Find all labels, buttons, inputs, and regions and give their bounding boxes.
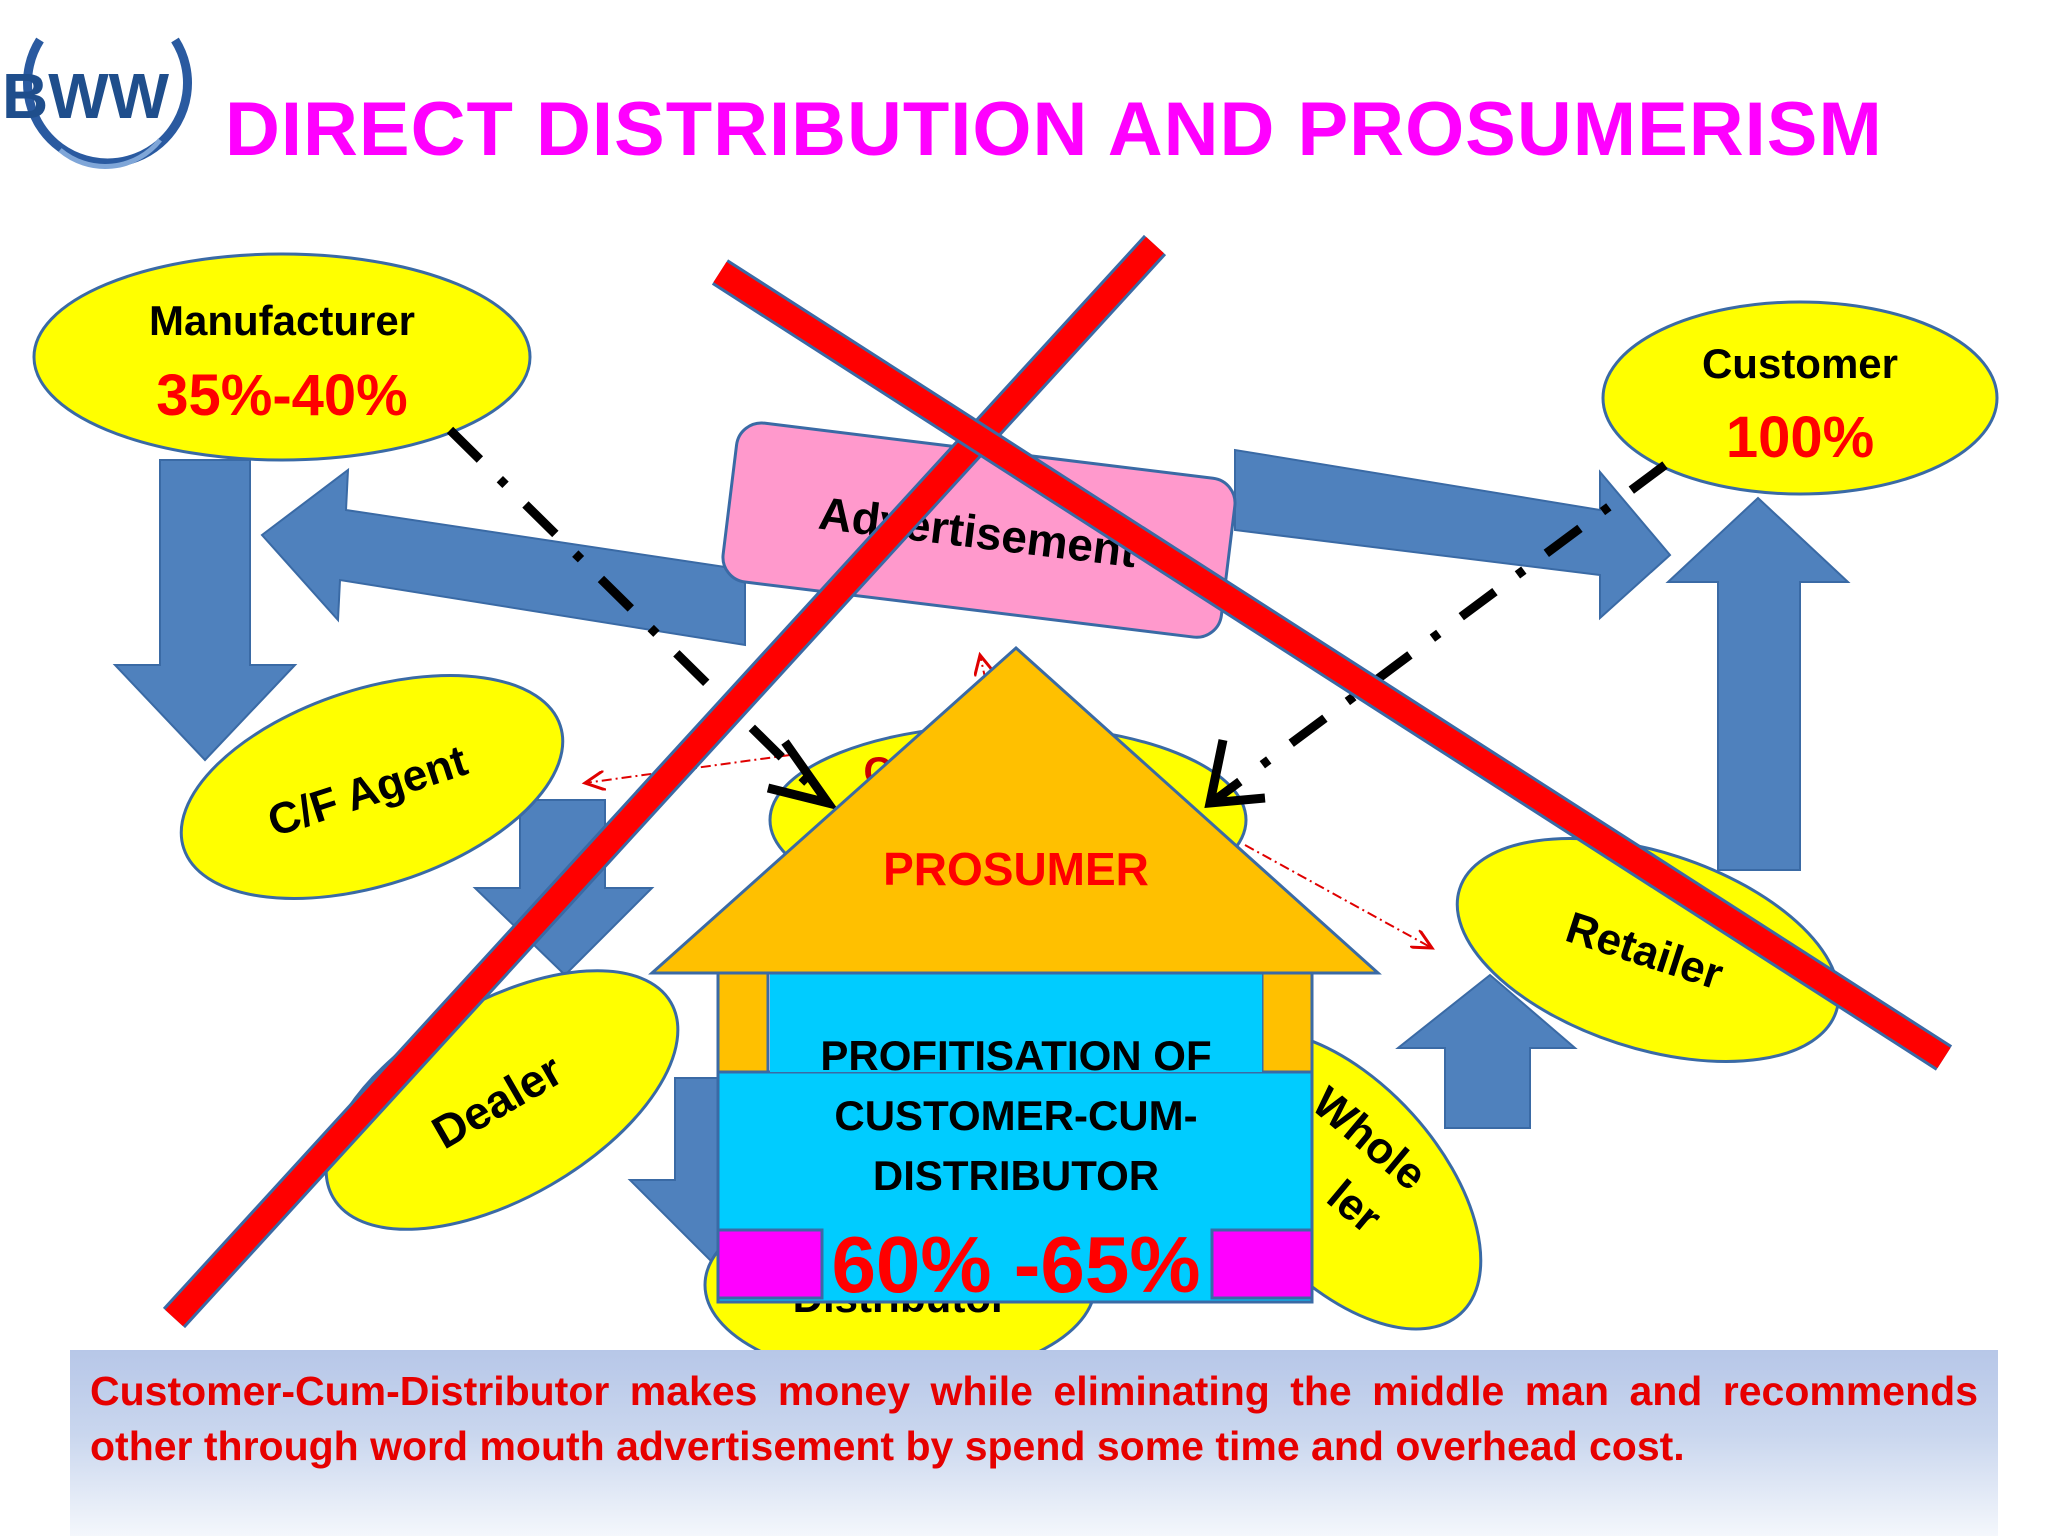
black-dashdot-arrows xyxy=(446,426,1668,811)
house-roof xyxy=(648,645,1382,975)
house-body-line2: CUSTOMER-CUM- xyxy=(834,1092,1197,1139)
node-customer: Customer 100% xyxy=(1601,300,1999,496)
caption-text: Customer-Cum-Distributor makes money whi… xyxy=(90,1368,1978,1469)
node-cf-agent: C/F Agent xyxy=(179,674,565,900)
red-cross-out xyxy=(162,234,1953,1329)
connector-to-retailer xyxy=(1244,844,1432,948)
node-retailer: Retailer xyxy=(1455,837,1841,1063)
house-body-line3: DISTRIBUTOR xyxy=(873,1152,1159,1199)
house-body-line1: PROFITISATION OF xyxy=(820,1032,1211,1079)
manufacturer-label: Manufacturer xyxy=(149,297,415,344)
node-manufacturer: Manufacturer 35%-40% xyxy=(32,252,532,462)
arrow-manufacturer-to-cf xyxy=(112,459,298,762)
bww-logo: BWW xyxy=(2,37,192,169)
roof-label: PROSUMER xyxy=(883,843,1149,895)
arrow-retailer-to-customer xyxy=(1665,496,1851,871)
customer-label: Customer xyxy=(1702,340,1898,387)
slide-title: DIRECT DISTRIBUTION AND PROSUMERISM xyxy=(225,87,1883,172)
arrow-right-advert xyxy=(1234,448,1672,621)
manufacturer-value: 35%-40% xyxy=(156,363,407,428)
house-value: 60% -65% xyxy=(831,1220,1200,1309)
dashdot-manufacturer-to-prosumer xyxy=(446,426,829,804)
arrow-left-advert xyxy=(260,467,746,647)
prosumer-house: PROSUMER PROFITISATION OF CUSTOMER-CUM- … xyxy=(648,645,1382,1309)
node-dealer: Dealer xyxy=(324,969,680,1231)
caption-box: Customer-Cum-Distributor makes money whi… xyxy=(70,1350,1998,1536)
arrow-wholesaler-to-retailer xyxy=(1395,973,1578,1129)
customer-value: 100% xyxy=(1726,405,1874,470)
logo-text: BWW xyxy=(2,60,170,132)
